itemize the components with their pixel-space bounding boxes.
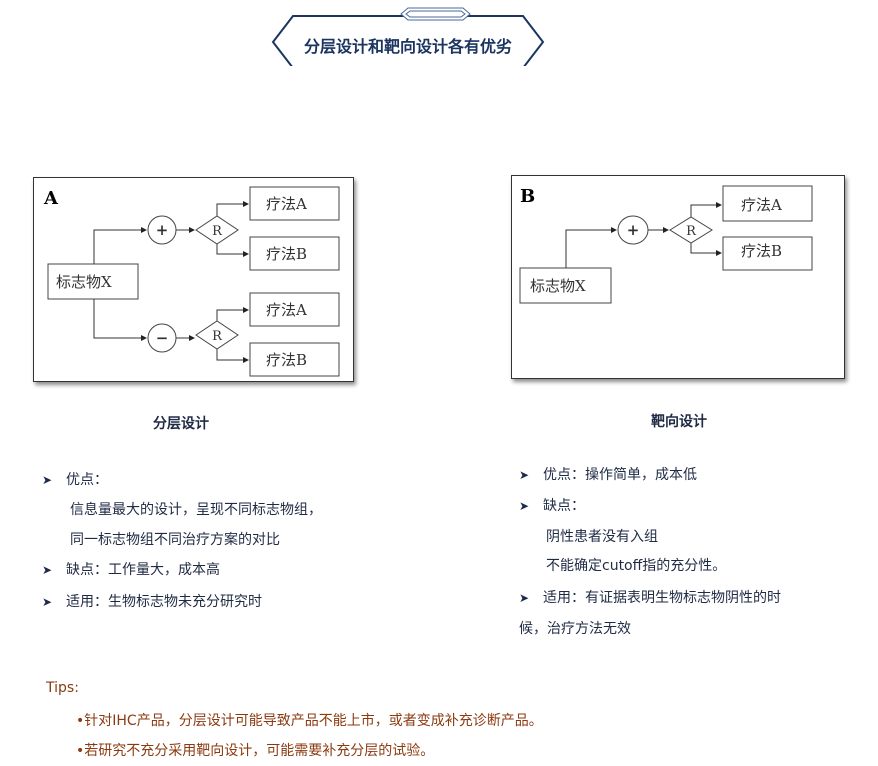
right-cons: ➤缺点：	[519, 498, 585, 514]
randomization-node	[195, 320, 239, 350]
right-applicable-cont: 候，治疗方法无效	[519, 621, 631, 637]
diagram-label: B	[520, 186, 535, 207]
positive-node	[147, 215, 177, 245]
stratified-caption: 分层设计	[153, 416, 209, 432]
arrow-bullet-icon: ➤	[42, 595, 53, 609]
arrow-bullet-icon: ➤	[42, 473, 53, 487]
diagram-b-svg: B 标志物X + R 疗法A 疗法B	[519, 185, 813, 304]
page-title: 分层设计和靶向设计各有优劣	[303, 37, 512, 56]
arrow-bullet-icon: ➤	[519, 468, 530, 482]
targeted-caption: 靶向设计	[651, 414, 707, 430]
diagram-text: +	[156, 221, 169, 239]
diagram-text: 疗法B	[266, 351, 307, 369]
diagram-a-svg: A 标志物X + − R R 疗法A	[43, 186, 340, 377]
right-pros: ➤优点：操作简单，成本低	[519, 467, 697, 483]
negative-node	[147, 323, 177, 353]
title-banner: 分层设计和靶向设计各有优劣	[268, 6, 548, 69]
left-pros-line: 同一标志物组不同治疗方案的对比	[70, 532, 280, 548]
arrow-bullet-icon: ➤	[519, 591, 530, 605]
marker-box	[519, 267, 612, 304]
diagram-text: 疗法A	[266, 195, 307, 213]
left-pros-line: 信息量最大的设计，呈现不同标志物组，	[70, 502, 322, 518]
tip-item: •针对IHC产品，分层设计可能导致产品不能上市，或者变成补充诊断产品。	[76, 713, 543, 729]
diagram-text: 疗法B	[741, 242, 782, 260]
positive-node	[617, 215, 649, 245]
diagram-text: R	[212, 329, 223, 344]
randomization-node	[669, 216, 713, 244]
left-pros: ➤优点：	[42, 472, 108, 488]
tip-item: •若研究不充分采用靶向设计，可能需要补充分层的试验。	[76, 743, 435, 759]
diagram-text: 疗法A	[741, 196, 782, 214]
diagram-label: A	[43, 188, 59, 209]
therapy-box	[722, 185, 813, 222]
stratified-design-diagram: A 标志物X + − R R 疗法A	[33, 177, 354, 382]
arrow-bullet-icon: ➤	[519, 499, 530, 513]
therapy-box	[249, 236, 340, 271]
left-applicable: ➤适用：生物标志物未充分研究时	[42, 594, 262, 610]
diagram-text: R	[686, 224, 697, 239]
therapy-box	[249, 342, 340, 377]
targeted-design-diagram: B 标志物X + R 疗法A 疗法B	[511, 175, 845, 379]
diagram-text: R	[212, 224, 223, 239]
therapy-box	[249, 292, 340, 327]
diagram-text: 疗法A	[266, 301, 307, 319]
marker-box	[47, 263, 139, 300]
right-cons-line: 阴性患者没有入组	[546, 529, 658, 545]
left-cons: ➤缺点：工作量大，成本高	[42, 562, 220, 578]
right-applicable: ➤适用：有证据表明生物标志物阴性的时	[519, 590, 781, 606]
marker-label: 标志物X	[56, 273, 112, 291]
arrow-bullet-icon: ➤	[42, 563, 53, 577]
marker-label: 标志物X	[530, 277, 586, 295]
therapy-box	[722, 236, 813, 271]
therapy-box	[249, 186, 340, 221]
diagram-text: −	[156, 329, 169, 347]
diagram-text: +	[627, 221, 640, 239]
randomization-node	[195, 215, 239, 245]
diagram-text: 疗法B	[266, 245, 307, 263]
tips-label: Tips:	[46, 680, 79, 696]
right-cons-line: 不能确定cutoff指的充分性。	[546, 558, 727, 574]
